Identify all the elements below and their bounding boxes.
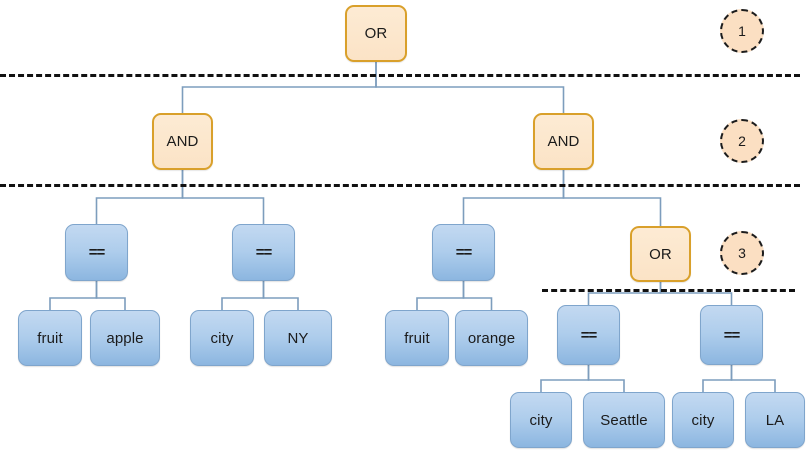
connector-eq-2-to-leaf-ny (262, 281, 299, 310)
level-divider-2 (0, 184, 800, 187)
tree-node-leaf-orange[interactable]: orange (455, 310, 528, 366)
connector-eq-4-to-leaf-seattle (587, 365, 625, 392)
connector-and-left-to-eq-1 (95, 170, 184, 224)
tree-node-eq-2[interactable]: == (232, 224, 295, 281)
connector-and-right-to-or-inner (562, 170, 662, 226)
tree-node-eq-4[interactable]: == (557, 305, 620, 365)
tree-node-eq-1[interactable]: == (65, 224, 128, 281)
tree-node-leaf-fruit-1[interactable]: fruit (18, 310, 82, 366)
tree-node-or-root[interactable]: OR (345, 5, 407, 62)
level-divider-1 (0, 74, 800, 77)
tree-node-leaf-city-3[interactable]: city (672, 392, 734, 448)
connector-eq-1-to-leaf-fruit-1 (49, 281, 98, 310)
connector-or-inner-to-eq-4 (587, 282, 662, 305)
tree-node-eq-5[interactable]: == (700, 305, 763, 365)
level-marker-2: 2 (720, 119, 764, 163)
tree-node-leaf-fruit-2[interactable]: fruit (385, 310, 449, 366)
tree-node-leaf-ny[interactable]: NY (264, 310, 332, 366)
connector-and-left-to-eq-2 (181, 170, 265, 224)
tree-node-and-left[interactable]: AND (152, 113, 213, 170)
connector-eq-3-to-leaf-orange (462, 281, 493, 310)
tree-node-leaf-seattle[interactable]: Seattle (583, 392, 665, 448)
connector-eq-5-to-leaf-la (730, 365, 776, 392)
level-marker-1: 1 (720, 9, 764, 53)
connector-or-root-to-and-right (375, 62, 565, 113)
connector-eq-5-to-leaf-city-3 (702, 365, 733, 392)
tree-node-eq-3[interactable]: == (432, 224, 495, 281)
connector-eq-2-to-leaf-city-1 (221, 281, 265, 310)
level-divider-3 (542, 289, 795, 292)
connector-or-root-to-and-left (181, 62, 377, 113)
tree-node-leaf-city-1[interactable]: city (190, 310, 254, 366)
tree-node-leaf-la[interactable]: LA (745, 392, 805, 448)
connector-eq-1-to-leaf-apple (95, 281, 126, 310)
connector-eq-4-to-leaf-city-2 (540, 365, 590, 392)
connector-eq-3-to-leaf-fruit-2 (416, 281, 465, 310)
tree-node-or-inner[interactable]: OR (630, 226, 691, 282)
tree-node-leaf-apple[interactable]: apple (90, 310, 160, 366)
level-marker-3: 3 (720, 231, 764, 275)
connector-or-inner-to-eq-5 (659, 282, 733, 305)
tree-node-leaf-city-2[interactable]: city (510, 392, 572, 448)
tree-node-and-right[interactable]: AND (533, 113, 594, 170)
connector-and-right-to-eq-3 (462, 170, 565, 224)
